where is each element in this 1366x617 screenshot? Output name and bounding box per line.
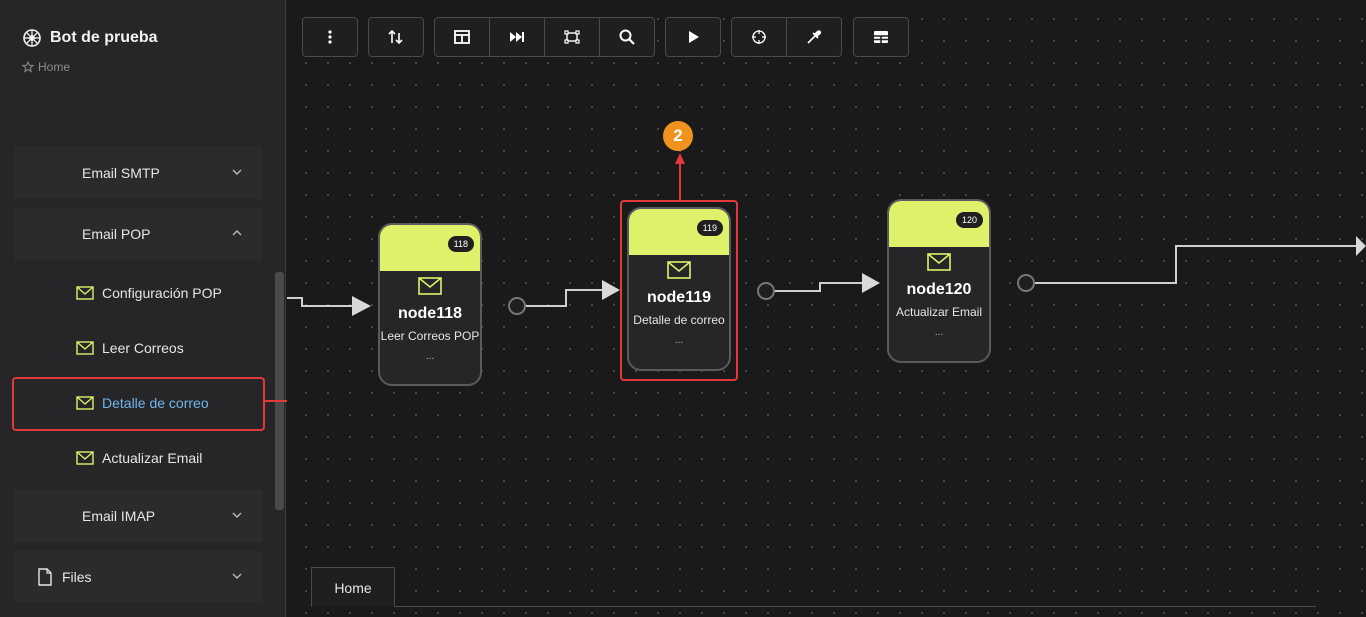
mail-icon [418, 277, 442, 295]
tab-bar-divider [395, 606, 1316, 607]
crosshair-icon [752, 30, 766, 44]
sidebar-item-detalle-de-correo[interactable]: Detalle de correo [14, 378, 262, 428]
target-button[interactable] [731, 17, 787, 57]
menu-email-imap-label: Email IMAP [82, 508, 156, 524]
node-more: ... [425, 351, 435, 362]
node120-output-port[interactable] [1017, 274, 1035, 292]
more-vertical-icon [328, 30, 332, 44]
sidebar-item-label: Actualizar Email [102, 450, 203, 466]
chevron-down-icon [232, 169, 242, 175]
sidebar-item-leer-correos[interactable]: Leer Correos [14, 323, 262, 373]
node-name: node119 [646, 289, 712, 306]
highlight-box-sidebar [12, 377, 265, 431]
node-description: Leer Correos POP [380, 329, 480, 343]
menu-files-label: Files [62, 569, 92, 585]
node-description: Actualizar Email [895, 305, 983, 319]
search-icon [619, 29, 635, 45]
node-header: 119 [629, 209, 729, 255]
node-header: 118 [380, 225, 480, 271]
highlight-box-node [620, 200, 738, 381]
tab-home[interactable]: Home [311, 567, 395, 607]
node-more: ... [934, 327, 944, 338]
menu-email-imap[interactable]: Email IMAP [14, 490, 262, 542]
file-icon [38, 568, 52, 586]
breadcrumb-home[interactable]: Home [38, 60, 71, 74]
eyedropper-icon [807, 30, 822, 44]
breadcrumb[interactable]: Home [22, 60, 70, 74]
flow-node-119[interactable]: 119 node119 Detalle de correo ... [627, 207, 731, 371]
mail-icon [927, 253, 951, 271]
menu-email-pop[interactable]: Email POP [14, 208, 262, 260]
node-id-badge: 118 [447, 236, 474, 252]
sidebar-item-label: Leer Correos [102, 340, 184, 356]
play-icon [689, 31, 699, 43]
search-button[interactable] [599, 17, 655, 57]
mail-icon [76, 451, 94, 465]
node119-output-port[interactable] [757, 282, 775, 300]
mail-icon [76, 396, 94, 410]
star-icon [22, 61, 34, 73]
sidebar-item-label: Configuración POP [102, 285, 222, 301]
chevron-down-icon [232, 573, 242, 579]
transform-icon [564, 30, 580, 44]
sidebar: Bot de prueba Home Email SMTP Email POP … [0, 0, 286, 617]
node-name: node120 [906, 281, 972, 298]
sidebar-item-configuracion-pop[interactable]: Configuración POP [14, 268, 262, 318]
run-button[interactable] [665, 17, 721, 57]
mail-icon [76, 286, 94, 300]
node-more: ... [674, 335, 684, 346]
annotation-badge-2: 2 [663, 121, 693, 151]
node-description: Detalle de correo [633, 313, 725, 327]
node-id-badge: 119 [696, 220, 723, 236]
picker-button[interactable] [786, 17, 842, 57]
menu-email-pop-label: Email POP [82, 226, 151, 242]
panel-button[interactable] [434, 17, 490, 57]
node118-output-port[interactable] [508, 297, 526, 315]
mail-icon [667, 261, 691, 279]
bot-header: Bot de prueba [22, 28, 158, 48]
node-id-badge: 120 [955, 212, 983, 228]
bot-wheel-icon [23, 29, 41, 47]
transform-button[interactable] [544, 17, 600, 57]
annotation-arrow-2 [675, 153, 685, 200]
skip-forward-button[interactable] [489, 17, 545, 57]
sidebar-scrollbar[interactable] [275, 272, 284, 510]
sort-icon [388, 29, 403, 45]
menu-email-smtp-label: Email SMTP [82, 165, 160, 181]
mail-icon [76, 341, 94, 355]
sidebar-item-actualizar-email[interactable]: Actualizar Email [14, 433, 262, 483]
flow-node-120[interactable]: 120 node120 Actualizar Email ... [887, 199, 991, 363]
table-icon [874, 31, 888, 43]
menu-files[interactable]: Files [14, 551, 262, 603]
skip-forward-icon [510, 32, 524, 42]
chevron-up-icon [232, 230, 242, 236]
menu-email-smtp[interactable]: Email SMTP [14, 147, 262, 199]
more-options-button[interactable] [302, 17, 358, 57]
node-header: 120 [889, 201, 989, 247]
flow-node-118[interactable]: 118 node118 Leer Correos POP ... [378, 223, 482, 386]
sort-button[interactable] [368, 17, 424, 57]
table-button[interactable] [853, 17, 909, 57]
chevron-down-icon [232, 512, 242, 518]
node-name: node118 [397, 305, 463, 322]
sidebar-item-label: Detalle de correo [102, 395, 209, 411]
bot-title: Bot de prueba [50, 29, 158, 46]
panel-icon [454, 30, 470, 44]
